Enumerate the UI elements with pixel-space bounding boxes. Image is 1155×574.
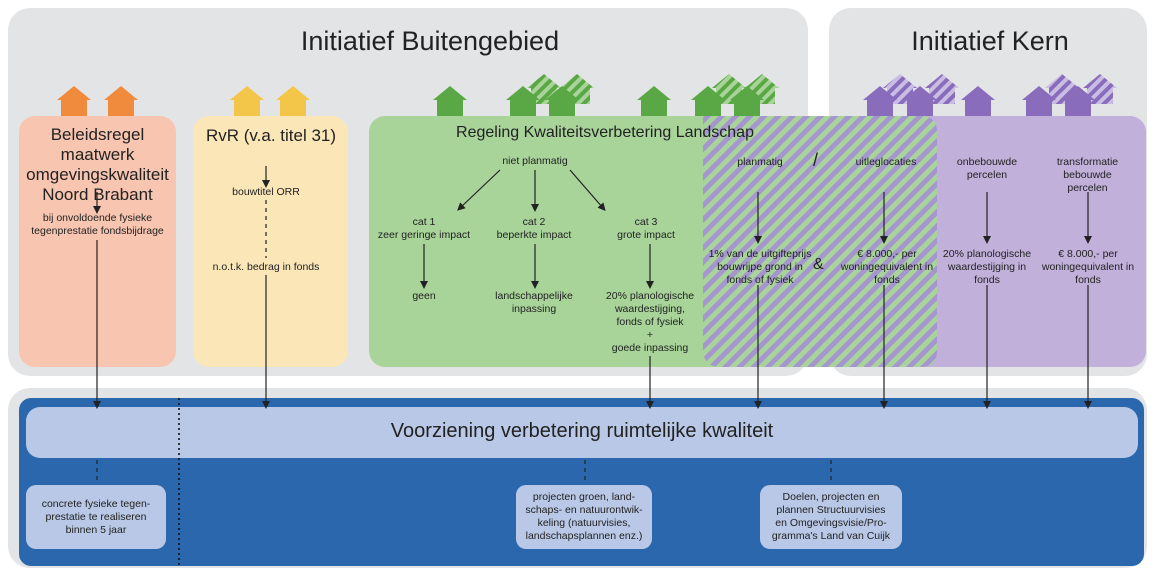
- house-icon: [637, 86, 671, 116]
- voorziening-label: Voorziening verbetering ruimtelijke kwal…: [390, 420, 774, 442]
- planmatig-result: 1% van de uitgifteprijs bouwrijpe grond …: [708, 248, 812, 286]
- house-icon: [1022, 86, 1056, 116]
- bottom-box-projecten-text: projecten groen, land- schaps- en natuur…: [525, 491, 643, 542]
- rvr-title: RvR (v.a. titel 31): [205, 126, 337, 145]
- house-icon: [1083, 74, 1117, 104]
- niet-planmatig: niet planmatig: [502, 155, 568, 167]
- transformatie-label: transformatie bebouwde percelen: [1056, 156, 1119, 194]
- bottom-box-doelen-text: Doelen, projecten en plannen Structuurvi…: [771, 491, 891, 542]
- uitleg-label: uitleglocaties: [855, 156, 917, 168]
- cat3-result: 20% planologische waardestijging, fonds …: [605, 290, 695, 354]
- voorziening-bar: [26, 407, 1138, 458]
- uitleg-result: € 8.000,- per woningequivalent in fonds: [840, 248, 934, 286]
- bottom-box-doelen: Doelen, projecten en plannen Structuurvi…: [760, 485, 902, 549]
- house-icon: [230, 86, 264, 116]
- cat2-result: landschappelijke inpassing: [495, 290, 573, 315]
- onbebouwd-result: 20% planologische waardestijging in fond…: [942, 248, 1032, 286]
- title-kern: Initiatief Kern: [911, 26, 1069, 56]
- onbebouwd-label: onbebouwde percelen: [956, 156, 1018, 181]
- ampersand-separator: &: [813, 256, 824, 273]
- slash-separator: /: [813, 150, 819, 170]
- house-icon: [506, 86, 540, 116]
- beleidsregel-text: bij onvoldoende fysieke tegenprestatie f…: [31, 212, 164, 237]
- house-icon: [691, 86, 725, 116]
- house-icon: [104, 86, 138, 116]
- beleidsregel-title: Beleidsregel maatwerk omgevingskwaliteit…: [26, 125, 169, 204]
- house-icon: [863, 86, 897, 116]
- house-icon: [730, 86, 764, 116]
- house-icon: [276, 86, 310, 116]
- planmatig-label: planmatig: [737, 156, 783, 168]
- cat2-label: cat 2 beperkte impact: [496, 216, 572, 241]
- connector-line: [457, 169, 501, 211]
- house-icon: [433, 86, 467, 116]
- bottom-box-projecten: projecten groen, land- schaps- en natuur…: [516, 485, 652, 549]
- cat1-result: geen: [412, 290, 436, 302]
- connector-line: [569, 169, 606, 212]
- house-icon: [1061, 86, 1095, 116]
- box-rvr: [193, 116, 348, 367]
- title-buitengebied: Initiatief Buitengebied: [300, 26, 560, 56]
- kwaliteit-title: Regeling Kwaliteitsverbetering Landschap: [456, 124, 754, 141]
- house-icon: [903, 86, 937, 116]
- rvr-text1: bouwtitel ORR: [232, 186, 300, 198]
- house-icon: [961, 86, 995, 116]
- transformatie-result: € 8.000,- per woningequivalent in fonds: [1041, 248, 1135, 286]
- rvr-text2: n.o.t.k. bedrag in fonds: [212, 261, 320, 273]
- house-icon: [57, 86, 91, 116]
- house-icon: [545, 86, 579, 116]
- cat3-label: cat 3 grote impact: [617, 216, 675, 241]
- house-icon: [925, 74, 959, 104]
- cat1-label: cat 1 zeer geringe impact: [377, 216, 471, 241]
- bottom-box-fysiek: concrete fysieke tegen- prestatie te rea…: [26, 485, 166, 549]
- bottom-box-fysiek-text: concrete fysieke tegen- prestatie te rea…: [41, 497, 151, 536]
